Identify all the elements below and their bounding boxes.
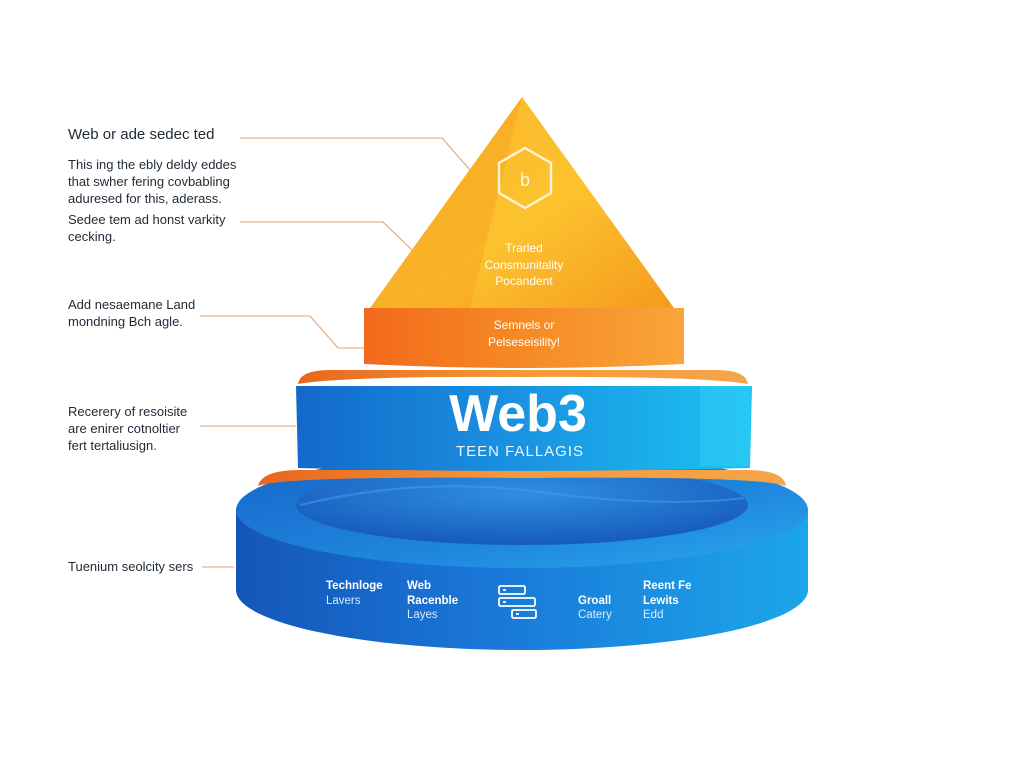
top-triangle-shade — [370, 97, 522, 308]
connector-line-1 — [240, 137, 471, 171]
callout-description-2: Sedee tem ad honst varkity cecking. — [68, 211, 226, 245]
top-layer — [370, 97, 674, 308]
base-label-line: Catery — [578, 609, 612, 621]
callout-line: This ing the ebly deldy eddes — [68, 157, 237, 172]
base-layer — [236, 452, 808, 650]
web3-subtitle: TEEN FALLAGIS — [456, 443, 584, 460]
base-dish — [296, 465, 748, 545]
hexagon-badge-letter: b — [520, 170, 530, 190]
hexagon-badge — [497, 146, 553, 210]
base-label-line: Lavers — [326, 595, 361, 607]
callout-description-4: Recerery of resoisite are enirer cotnolt… — [68, 403, 187, 454]
callout-line: Sedee tem ad honst varkity — [68, 212, 226, 227]
top-label-line: Trarled — [505, 241, 543, 255]
callout-line: mondning Bch agle. — [68, 314, 183, 329]
callout-description-3: Add nesaemane Land mondning Bch agle. — [68, 296, 195, 330]
callout-line: Add nesaemane Land — [68, 297, 196, 312]
callout-line: fert tertaliusign. — [68, 438, 157, 453]
base-label-line: Web — [407, 580, 431, 592]
upper-band — [364, 308, 684, 368]
callout-description-1: This ing the ebly deldy eddes that swher… — [68, 156, 236, 207]
base-label-line: Racenble — [407, 595, 458, 607]
upper-band-label: Semnels or Pelseseisility! — [488, 318, 560, 349]
connector-line-2 — [240, 221, 413, 251]
callout-title-text: Web or ade sedec ted — [68, 126, 215, 143]
server-stack-icon — [498, 585, 537, 619]
callout-line: cecking. — [68, 229, 116, 244]
base-label-line: Lewits — [643, 595, 679, 607]
top-label: Trarled Consmunitality Pocandent — [485, 241, 564, 288]
middle-block — [296, 386, 752, 471]
middle-highlight — [700, 386, 750, 466]
connector-line-3 — [200, 315, 364, 349]
base-label-line: Layes — [407, 609, 438, 621]
top-label-line: Pocandent — [495, 274, 553, 288]
callout-line: Recerery of resoisite — [68, 404, 188, 419]
base-label-line: Edd — [643, 609, 663, 621]
upper-band-label-line: Semnels or — [494, 318, 555, 332]
base-labels: Technloge Lavers Web Racenble Layes Groa… — [326, 580, 692, 621]
top-triangle — [370, 97, 674, 308]
base-label-line: Groall — [578, 595, 611, 607]
callout-line: that swher fering covbabling — [68, 174, 230, 189]
web3-title: Web3 — [449, 385, 587, 443]
base-label-line: Technloge — [326, 580, 383, 592]
upper-band-label-line: Pelseseisility! — [488, 335, 560, 349]
base-rim — [258, 470, 786, 486]
callout-line: aduresed for this, aderass. — [68, 191, 222, 206]
callout-line: are enirer cotnoltier — [68, 421, 180, 436]
top-label-line: Consmunitality — [485, 258, 564, 272]
callout-description-5: Tuenium seolcity sers — [68, 558, 193, 575]
middle-layer — [296, 386, 752, 471]
middle-rim — [298, 370, 748, 384]
base-label-line: Reent Fe — [643, 580, 692, 592]
callout-title: Web or ade sedec ted — [68, 126, 214, 144]
connector-lines — [200, 137, 471, 568]
base-dish-shadow — [299, 485, 745, 506]
callout-line: Tuenium seolcity sers — [68, 559, 194, 574]
